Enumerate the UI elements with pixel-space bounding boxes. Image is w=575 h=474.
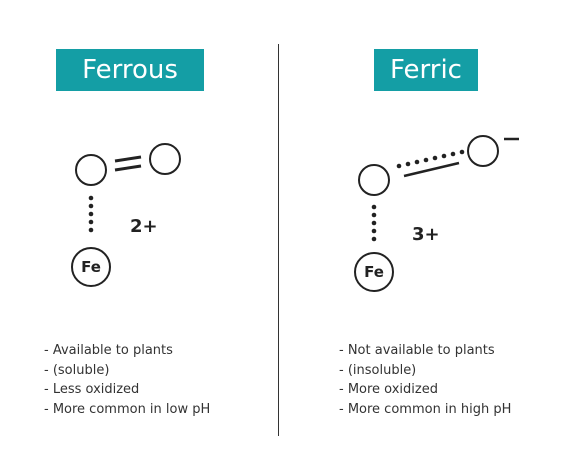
list-item: - Less oxidized [44, 382, 140, 397]
list-item: - More oxidized [339, 382, 438, 397]
list-item: - More common in high pH [339, 401, 512, 417]
list-item: - More common in low pH [44, 401, 211, 417]
ferrous-dotted-bond [88, 195, 94, 233]
ferrous-double-bond [114, 155, 142, 172]
ferric-dotted-bond-top [396, 149, 465, 169]
list-item: - (insoluble) [339, 362, 417, 378]
ferric-oxygen-atom-1 [358, 164, 390, 196]
ferrous-oxygen-atom-1 [75, 154, 107, 186]
list-item: - Not available to plants [339, 343, 495, 358]
ferric-structure: Fe 3+ [354, 135, 519, 292]
ferrous-title: Ferrous [56, 49, 204, 91]
ferric-dotted-bond [371, 204, 377, 242]
center-divider [278, 44, 279, 436]
ferric-properties-list: - Not available to plants - (insoluble) … [339, 341, 511, 419]
ferric-fe-label: Fe [364, 263, 384, 281]
ferric-fe-atom [354, 252, 394, 292]
list-item: - (soluble) [44, 362, 110, 378]
ferric-oxygen-atom-2 [467, 135, 499, 167]
ferrous-fe-atom [71, 247, 111, 287]
ferrous-oxygen-atom-2 [149, 143, 181, 175]
ferrous-structure: Fe 2+ [71, 143, 181, 287]
ferric-single-bond [403, 161, 460, 178]
ferrous-fe-label: Fe [81, 258, 101, 276]
ferric-title: Ferric [374, 49, 478, 91]
ferric-charge: 3+ [412, 224, 440, 245]
ferrous-properties-list: - Available to plants - (soluble) - Less… [44, 341, 210, 419]
ferrous-charge: 2+ [130, 216, 158, 237]
list-item: - Available to plants [44, 343, 173, 358]
